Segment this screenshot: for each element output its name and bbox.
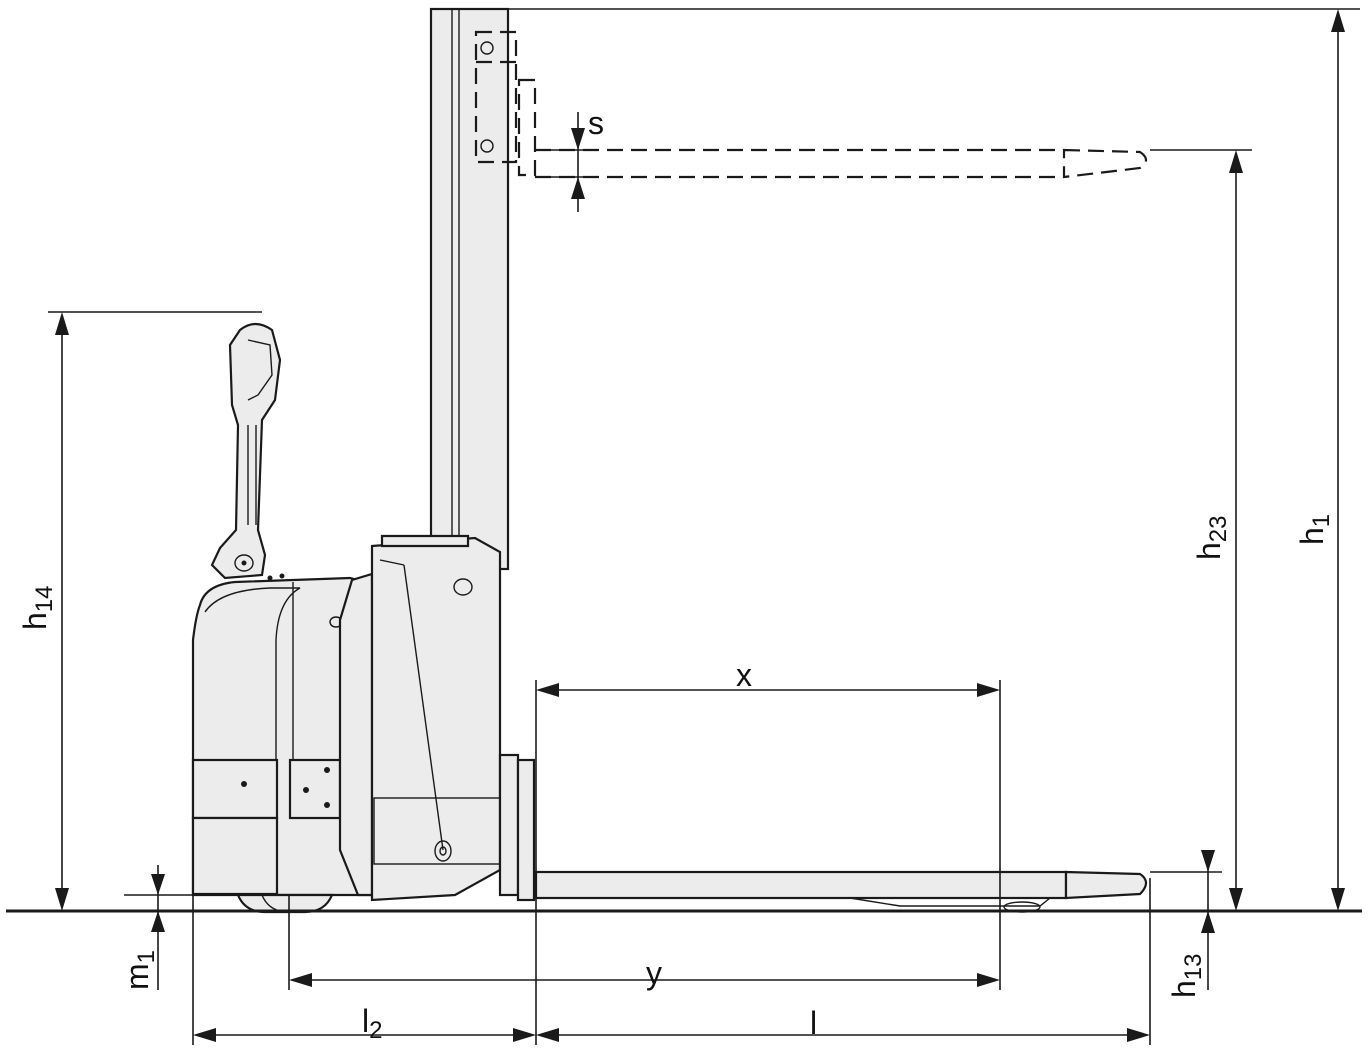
dimension-labels: s x y l l2 h1 h23 h14 h13 m1 [17, 105, 1335, 1044]
label-l2-sub: 2 [369, 1017, 382, 1044]
dim-x [535, 680, 1001, 1045]
label-l2: l2 [362, 1003, 382, 1044]
label-h14-sub: 14 [31, 586, 58, 613]
dim-l [536, 878, 1151, 1045]
label-m1: m1 [119, 950, 160, 990]
mast-housing [338, 534, 536, 902]
drive-wheel [236, 893, 334, 914]
label-h13-base: h [1166, 980, 1202, 998]
label-h13: h13 [1166, 954, 1207, 999]
label-h1: h1 [1294, 514, 1335, 545]
dim-m1 [124, 865, 193, 990]
tiller [210, 322, 285, 581]
dim-s [540, 112, 590, 212]
label-h1-base: h [1294, 527, 1330, 545]
dimension-lines [48, 8, 1360, 1045]
label-h14: h14 [17, 586, 58, 631]
dim-h14 [48, 311, 262, 911]
dim-h13 [1150, 850, 1222, 990]
dim-y [288, 895, 1000, 990]
mast [429, 7, 510, 571]
label-h23-sub: 23 [1205, 516, 1232, 543]
label-m1-base: m [119, 963, 155, 990]
dim-l2 [192, 895, 536, 1045]
label-x: x [736, 657, 752, 693]
label-s: s [588, 105, 604, 141]
label-m1-sub: 1 [133, 950, 160, 963]
dim-h1 [508, 8, 1360, 911]
label-h23-base: h [1191, 542, 1227, 560]
label-l: l [810, 1005, 817, 1041]
truck-drawing [191, 7, 1148, 914]
dim-h23 [1150, 149, 1252, 911]
label-l2-base: l [362, 1003, 369, 1039]
fork-raised [474, 30, 1148, 179]
label-h13-sub: 13 [1180, 954, 1207, 981]
drive-unit [191, 576, 374, 897]
label-h14-base: h [17, 612, 53, 630]
label-h23: h23 [1191, 516, 1232, 561]
fork-lowered [534, 870, 1148, 913]
label-y: y [646, 955, 662, 991]
label-h1-sub: 1 [1308, 514, 1335, 527]
